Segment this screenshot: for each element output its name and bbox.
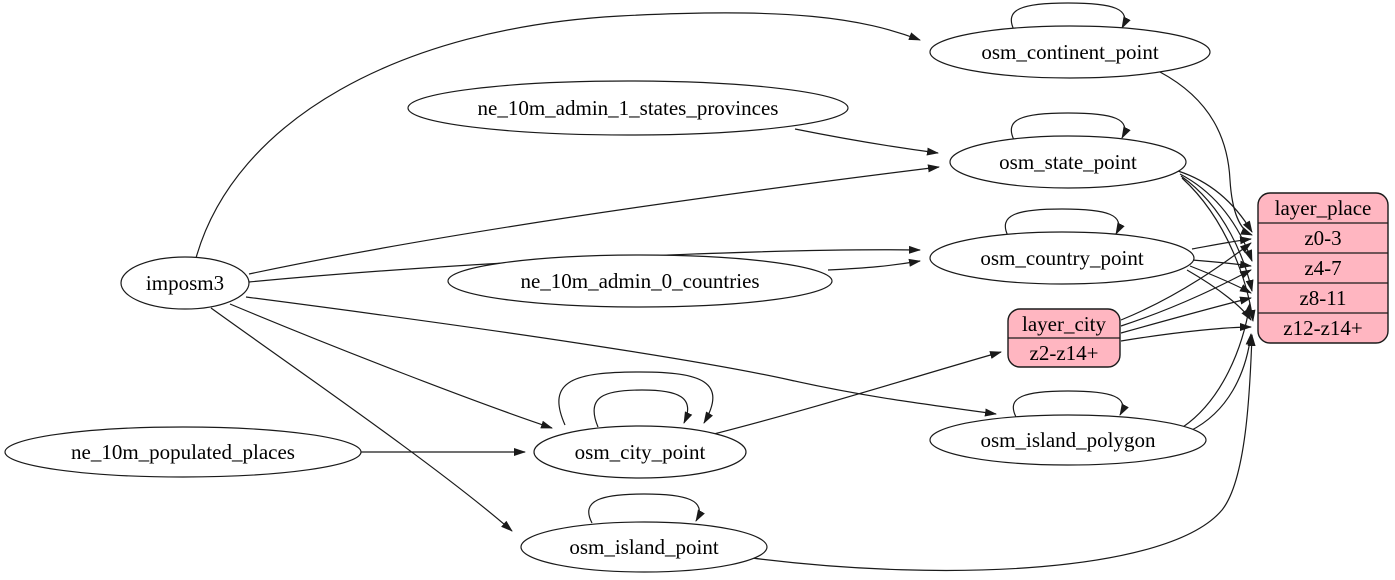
osm-continent-point-ellipse bbox=[929, 25, 1211, 79]
edge-layer-city-to-layer-place-z0-3 bbox=[1120, 242, 1252, 321]
edge-imposm3-to-osm-continent-point bbox=[195, 12, 921, 259]
edge-imposm3-to-osm-island-point bbox=[210, 307, 513, 532]
self-loop-osm-state-point bbox=[1010, 112, 1131, 141]
edge-layer-city-to-layer-place-z4-7 bbox=[1120, 269, 1252, 327]
edge-osm-country-point-to-layer-place-z4-7 bbox=[1191, 259, 1252, 269]
layer-place-row-z0-3: z0-3 bbox=[1304, 226, 1341, 250]
layer-place-row-z8-11: z8-11 bbox=[1299, 286, 1346, 310]
edges bbox=[195, 2, 1256, 571]
edge-osm-country-point-to-layer-place-z0-3 bbox=[1191, 236, 1252, 250]
ne-populated-label: ne_10m_populated_places bbox=[71, 440, 295, 464]
edge-ne-10m-admin-1-states-provinces-to-osm-state-point bbox=[794, 128, 939, 156]
edge-imposm3-to-osm-state-point bbox=[248, 164, 940, 275]
osm-state-point-label: osm_state_point bbox=[999, 150, 1137, 174]
edge-osm-city-point-to-layer-city-z2 bbox=[705, 351, 1002, 437]
node-osm-city-point: osm_city_point bbox=[533, 425, 747, 479]
node-ne-10m-admin-0-countries: ne_10m_admin_0_countries bbox=[447, 254, 833, 308]
ne-populated-ellipse bbox=[4, 426, 362, 478]
edge-osm-continent-point-to-layer-place-z0-3 bbox=[1159, 71, 1253, 236]
osm-city-point-ellipse bbox=[533, 425, 747, 479]
layer-city-title: layer_city bbox=[1022, 312, 1106, 336]
osm-country-point-ellipse bbox=[929, 231, 1195, 285]
edge-osm-state-point-to-layer-place-z8-11 bbox=[1180, 175, 1254, 292]
node-ne-10m-admin-1-states-provinces: ne_10m_admin_1_states_provinces bbox=[407, 80, 849, 136]
edge-layer-city-to-layer-place-z12-z14 bbox=[1120, 323, 1252, 342]
osm-island-polygon-ellipse bbox=[929, 414, 1207, 466]
node-ne-10m-populated-places: ne_10m_populated_places bbox=[4, 426, 362, 478]
osm-island-point-ellipse bbox=[520, 521, 768, 573]
node-osm-state-point: osm_state_point bbox=[949, 135, 1187, 189]
edge-layer-city-to-layer-place-z8-11 bbox=[1120, 296, 1252, 334]
edge-osm-state-point-to-layer-place-z0-3 bbox=[1177, 170, 1253, 233]
node-osm-country-point: osm_country_point bbox=[929, 231, 1195, 285]
node-layer-city: layer_city z2-z14+ bbox=[1007, 308, 1121, 368]
edge-osm-country-point-to-layer-place-z8-11 bbox=[1189, 265, 1252, 294]
node-osm-island-polygon: osm_island_polygon bbox=[929, 414, 1207, 466]
osm-island-point-label: osm_island_point bbox=[569, 535, 719, 559]
layer-place-row-z4-7: z4-7 bbox=[1304, 256, 1341, 280]
edge-imposm3-to-osm-city-point bbox=[229, 303, 553, 429]
self-loop-osm-island-point bbox=[588, 493, 705, 524]
edge-imposm3-to-osm-island-polygon bbox=[245, 296, 997, 417]
node-imposm3: imposm3 bbox=[120, 256, 250, 310]
self-loop-osm-continent-point bbox=[1010, 2, 1131, 31]
ne-states-label: ne_10m_admin_1_states_provinces bbox=[478, 96, 779, 120]
layer-place-title: layer_place bbox=[1275, 196, 1372, 220]
ne-countries-ellipse bbox=[447, 254, 833, 308]
edge-osm-island-polygon-to-layer-place-z8-11 bbox=[1182, 302, 1253, 428]
edge-osm-island-point-to-layer-place-z12-z14 bbox=[751, 334, 1256, 571]
self-loop-osm-city-point-inner bbox=[593, 389, 693, 428]
node-osm-continent-point: osm_continent_point bbox=[929, 25, 1211, 79]
layer-city-row-z2-z14: z2-z14+ bbox=[1030, 341, 1099, 365]
edge-osm-island-polygon-to-layer-place-z12-z14 bbox=[1189, 333, 1254, 432]
osm-city-point-label: osm_city_point bbox=[575, 440, 706, 464]
imposm3-label: imposm3 bbox=[146, 271, 224, 295]
self-loop-osm-city-point-outer bbox=[558, 371, 714, 426]
osm-continent-point-label: osm_continent_point bbox=[981, 40, 1158, 64]
ne-states-ellipse bbox=[407, 80, 849, 136]
self-loop-osm-island-polygon bbox=[1012, 390, 1129, 418]
osm-state-point-ellipse bbox=[949, 135, 1187, 189]
node-osm-island-point: osm_island_point bbox=[520, 521, 768, 573]
osm-island-polygon-label: osm_island_polygon bbox=[980, 428, 1156, 452]
edge-ne-10m-admin-0-countries-to-osm-country-point bbox=[827, 258, 921, 271]
ne-countries-label: ne_10m_admin_0_countries bbox=[520, 269, 759, 293]
imposm3-ellipse bbox=[120, 256, 250, 310]
layer-place-box bbox=[1257, 192, 1389, 344]
self-loop-osm-country-point bbox=[1004, 208, 1125, 237]
layer-place-row-z12-z14: z12-z14+ bbox=[1283, 316, 1362, 340]
osm-country-point-label: osm_country_point bbox=[980, 246, 1143, 270]
node-layer-place: layer_place z0-3 z4-7 z8-11 z12-z14+ bbox=[1257, 192, 1389, 344]
